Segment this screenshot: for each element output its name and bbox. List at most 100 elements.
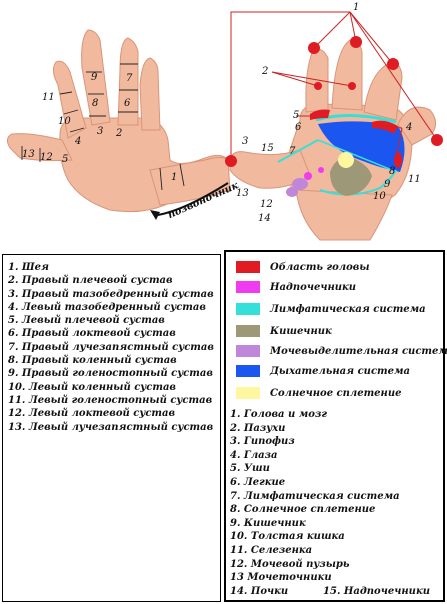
color-legend-adrenals: Надпочечники xyxy=(236,280,356,294)
palm-label-10: 10 xyxy=(373,191,386,202)
color-label: Надпочечники xyxy=(270,281,357,293)
color-legend-urinary: Мочевыделительная система xyxy=(236,344,447,358)
organ-item-13: 13 Мочеточники xyxy=(230,572,332,584)
palm-label-2: 2 xyxy=(261,66,268,77)
joint-item-12: 12. Левый локтевой сустав xyxy=(8,408,176,420)
respiratory-swatch xyxy=(236,365,260,377)
joint-item-2: 2. Правый плечевой сустав xyxy=(8,275,173,287)
palm-label-1: 1 xyxy=(353,2,359,13)
palm-label-11: 11 xyxy=(408,174,421,185)
back-label-12: 12 xyxy=(40,152,53,163)
palm-label-4: 4 xyxy=(405,122,412,133)
back-hand-numbers: 9 8 3 7 6 2 11 10 4 5 13 12 1 xyxy=(22,72,177,183)
organ-item-12: 12. Мочевой пузырь xyxy=(230,558,350,570)
lymph-zone-4 xyxy=(319,169,397,196)
joint-item-8: 8. Правый коленный сустав xyxy=(8,355,177,367)
palm-label-6: 6 xyxy=(295,122,302,133)
back-label-11: 11 xyxy=(42,92,55,103)
lymph-swatch xyxy=(236,303,260,315)
connector-lines xyxy=(230,11,438,161)
adrenal-zone-1 xyxy=(304,172,312,180)
kidney-zone xyxy=(292,178,308,190)
organ-item-4: 4. Глаза xyxy=(230,449,278,461)
color-label: Кишечник xyxy=(270,325,332,337)
palm-label-7: 7 xyxy=(289,146,296,157)
organ-item-7: 7. Лимфатическая система xyxy=(230,490,400,502)
color-label: Область головы xyxy=(270,261,370,273)
back-label-1: 1 xyxy=(171,172,177,183)
color-legend-solar: Солнечное сплетение xyxy=(236,386,401,400)
color-legend-lymph: Лимфатическая система xyxy=(236,302,426,316)
lymph-zone-1 xyxy=(315,114,397,124)
back-of-hand xyxy=(6,29,231,213)
joint-item-1: 1. Шея xyxy=(8,262,49,273)
intestine-swatch xyxy=(236,325,260,337)
joint-item-5: 5. Левый плечевой сустав xyxy=(8,315,165,327)
joints-legend-panel: 1. Шея 2. Правый плечевой сустав 3. Прав… xyxy=(2,254,221,602)
organ-item-8: 8. Солнечное сплетение xyxy=(230,504,376,516)
back-label-10: 10 xyxy=(58,116,71,127)
organ-item-6: 6. Легкие xyxy=(230,476,286,488)
back-label-6: 6 xyxy=(124,98,131,109)
color-legend-head: Область головы xyxy=(236,260,370,274)
palm-zones xyxy=(277,114,405,197)
palm-label-15: 15 xyxy=(261,143,274,154)
organs-legend-list: 1. Голова и мозг 2. Пазухи 3. Гипофиз 4.… xyxy=(230,408,430,598)
joint-item-9: 9. Правый голеностопный сустав xyxy=(8,368,213,380)
joint-item-11: 11. Левый голеностопный сустав xyxy=(8,394,213,406)
back-label-3: 3 xyxy=(97,126,103,137)
joint-item-7: 7. Правый лучезапястный сустав xyxy=(8,341,214,353)
head-swatch xyxy=(236,261,260,273)
color-legend-intestine: Кишечник xyxy=(236,324,332,338)
organ-item-9: 9. Кишечник xyxy=(230,517,306,529)
joint-item-10: 10. Левый коленный сустав xyxy=(8,381,176,393)
color-legend-respiratory: Дыхательная система xyxy=(236,364,410,378)
back-hand-zone-lines xyxy=(21,63,185,191)
back-label-2: 2 xyxy=(115,128,122,139)
palm-label-3: 3 xyxy=(242,136,248,147)
intestine-zone xyxy=(330,157,372,196)
organ-item-3: 3. Гипофиз xyxy=(230,436,295,448)
lymph-zone-3 xyxy=(317,139,393,171)
palm-label-8: 8 xyxy=(389,166,395,177)
respiratory-zone xyxy=(318,121,405,172)
organ-item-14: 14. Почки xyxy=(230,585,289,597)
joint-item-13: 13. Левый лучезапястный сустав xyxy=(8,421,214,433)
lymph-zone-2 xyxy=(277,139,319,163)
back-label-4: 4 xyxy=(74,136,81,147)
bladder-zone xyxy=(286,187,298,197)
palm-label-13: 13 xyxy=(236,188,249,199)
organ-item-11: 11. Селезенка xyxy=(230,544,313,556)
joints-legend-list: 1. Шея 2. Правый плечевой сустав 3. Прав… xyxy=(8,261,214,434)
palm-label-12: 12 xyxy=(260,199,273,210)
back-label-7: 7 xyxy=(126,73,133,84)
organ-item-5: 5. Уши xyxy=(230,463,270,475)
joint-item-4: 4. Левый тазобедренный сустав xyxy=(8,301,206,313)
palm-label-14: 14 xyxy=(258,213,271,224)
palm-hand-numbers: 1 2 3 4 5 6 7 8 9 10 11 12 13 14 15 xyxy=(236,2,421,224)
organ-item-2: 2. Пазухи xyxy=(230,422,286,434)
organ-item-14-15: 14. Почки 15. Надпочечники xyxy=(230,585,430,599)
back-label-5: 5 xyxy=(62,154,68,165)
solar-plexus-zone xyxy=(338,152,354,168)
color-label: Дыхательная система xyxy=(270,365,410,377)
urinary-swatch xyxy=(236,345,260,357)
color-label: Солнечное сплетение xyxy=(270,387,402,399)
organ-item-10: 10. Толстая кишка xyxy=(230,531,345,543)
back-label-8: 8 xyxy=(92,98,98,109)
color-label: Лимфатическая система xyxy=(270,303,426,315)
palm-label-9: 9 xyxy=(384,179,391,190)
organs-legend-panel: Область головы Надпочечники Лимфатическа… xyxy=(224,250,447,602)
organ-item-15: 15. Надпочечники xyxy=(323,585,430,597)
hand-map-illustration: 9 8 3 7 6 2 11 10 4 5 13 12 1 позвоночни… xyxy=(6,2,443,241)
adrenal-zone-2 xyxy=(318,167,324,173)
palm-label-5: 5 xyxy=(293,110,299,121)
adrenals-swatch xyxy=(236,281,260,293)
back-label-13: 13 xyxy=(22,149,35,160)
solar-swatch xyxy=(236,387,260,399)
back-label-9: 9 xyxy=(91,72,98,83)
color-label: Мочевыделительная система xyxy=(270,345,447,357)
joint-item-3: 3. Правый тазобедренный сустав xyxy=(8,288,214,300)
organ-item-1: 1. Голова и мозг xyxy=(230,409,327,420)
joint-item-6: 6. Правый локтевой сустав xyxy=(8,328,176,340)
